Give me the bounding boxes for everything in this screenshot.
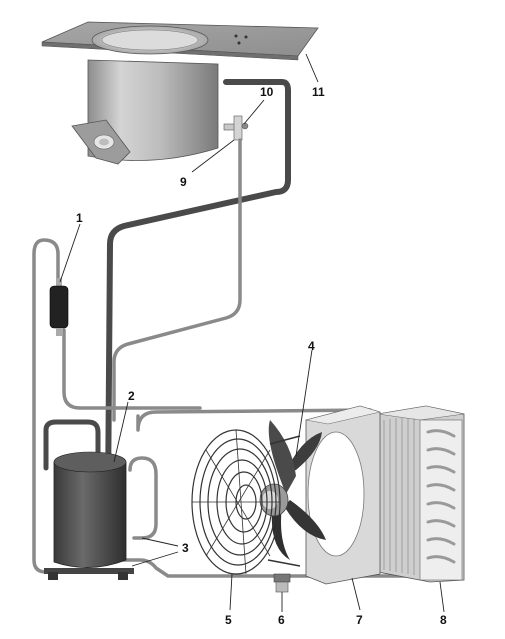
part-labels: 1 2 3 4 5 6 7 8 9 10 11 — [76, 85, 447, 627]
label-11: 11 — [312, 85, 325, 99]
label-4: 4 — [308, 339, 315, 353]
label-7: 7 — [356, 613, 363, 627]
label-1: 1 — [76, 211, 83, 225]
fan-shroud — [305, 405, 381, 585]
evaporator-assembly — [41, 21, 319, 165]
compressor — [44, 451, 134, 580]
label-6: 6 — [278, 613, 285, 627]
label-5: 5 — [225, 613, 232, 627]
label-10: 10 — [260, 85, 274, 99]
label-8: 8 — [440, 613, 447, 627]
expansion-valve — [223, 115, 249, 141]
fan-motor-blades — [259, 420, 326, 560]
label-9: 9 — [180, 175, 187, 189]
condenser — [377, 405, 465, 583]
cable-gland — [273, 573, 291, 593]
fan-guard — [191, 429, 301, 575]
label-2: 2 — [128, 389, 135, 403]
leader-lines — [59, 53, 445, 613]
label-3: 3 — [182, 541, 189, 555]
filter-drier — [49, 278, 69, 336]
